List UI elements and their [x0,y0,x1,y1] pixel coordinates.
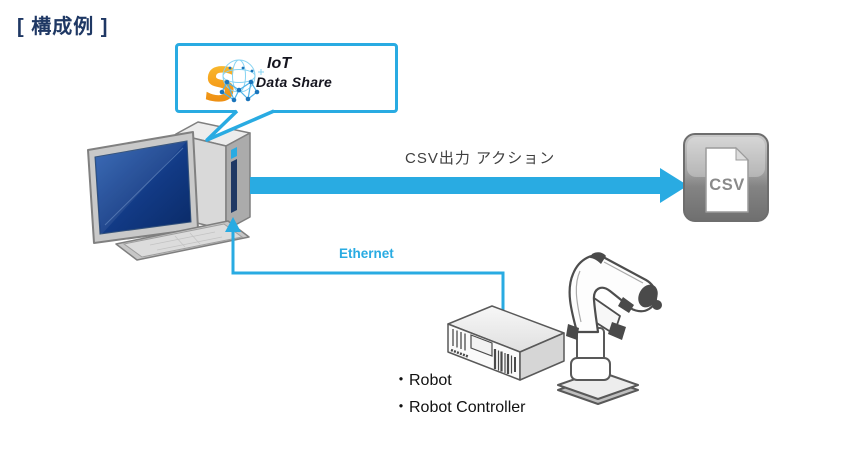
speech-bubble-tail [205,109,275,142]
desktop-pc-illustration [87,121,251,261]
logo-product-name-line1: IoT [267,55,291,72]
document-icon [705,147,749,213]
ethernet-line [225,217,505,318]
legend: ・Robot ・Robot Controller [393,367,526,421]
robot-end-effector [638,284,658,308]
robot-controller-illustration [447,305,565,381]
legend-item-robot-controller: ・Robot Controller [393,399,526,416]
controller-vents [452,329,466,351]
robot-arm-body [568,254,658,334]
pc-keyboard [115,220,250,261]
csv-action-label: CSV出力 アクション [405,150,556,167]
logo-mark: S [201,58,264,110]
up-arrow-head [225,217,241,232]
controller-barcode-vents [493,349,516,374]
csv-file-icon: CSV [683,133,769,222]
page-title: [ 構成例 ] [17,16,109,38]
csv-output-arrow [250,168,688,203]
ethernet-label: Ethernet [339,246,394,261]
robot-pedestal [570,357,611,381]
csv-icon-label: CSV [709,176,744,194]
legend-item-robot: ・Robot [393,372,452,389]
arrow-head [660,168,688,203]
logo-product-name-line2: Data Share [256,74,333,90]
folded-corner-icon [735,146,750,161]
tower-drive-slot [231,159,237,213]
controller-panel [470,334,493,357]
robot-arm-illustration [557,252,662,405]
tower-power-led [231,147,237,159]
speech-bubble: S [175,43,398,113]
network-globe-icon [219,59,264,103]
